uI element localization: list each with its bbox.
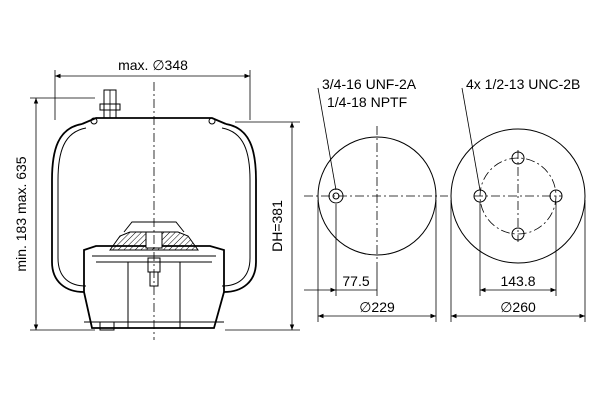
bellows-right-inner [221, 127, 251, 287]
thread-leader [317, 87, 337, 191]
piston-base-tab [99, 321, 115, 331]
bolt-hole-top [511, 151, 525, 165]
thread-label-2: 1/4-18 NPTF [327, 94, 407, 110]
width-label: max. ∅348 [118, 57, 188, 73]
offset-label: 77.5 [342, 273, 369, 289]
bottom-plate-view: 4x 1/2-13 UNC-2B 143.8 ∅260 [450, 76, 586, 322]
bolt-circle-label: 143.8 [500, 273, 535, 289]
bellows-left-outer [51, 123, 85, 293]
height-range-label: min. 183 max. 635 [13, 156, 29, 271]
port-fitting-bore [332, 192, 340, 200]
bottom-plate-circle [450, 128, 586, 264]
top-crimp-left [90, 117, 98, 125]
bolt-label: 4x 1/2-13 UNC-2B [466, 76, 580, 92]
right-diameter-label: ∅260 [500, 299, 536, 315]
dh-label: DH=381 [269, 200, 285, 252]
top-crimp-right [208, 117, 216, 125]
thread-label-1: 3/4-16 UNF-2A [322, 76, 417, 92]
bellows-right-outer [223, 123, 257, 293]
bolt-hole-bottom [511, 227, 525, 241]
side-view: max. ∅348 min. 183 max. 635 DH=381 [13, 57, 300, 340]
bolt-leader [461, 87, 481, 191]
mid-diameter-label: ∅229 [359, 299, 395, 315]
bellows-left-inner [57, 127, 87, 287]
top-plate-view: 3/4-16 UNF-2A 1/4-18 NPTF 77.5 ∅229 [304, 76, 448, 322]
